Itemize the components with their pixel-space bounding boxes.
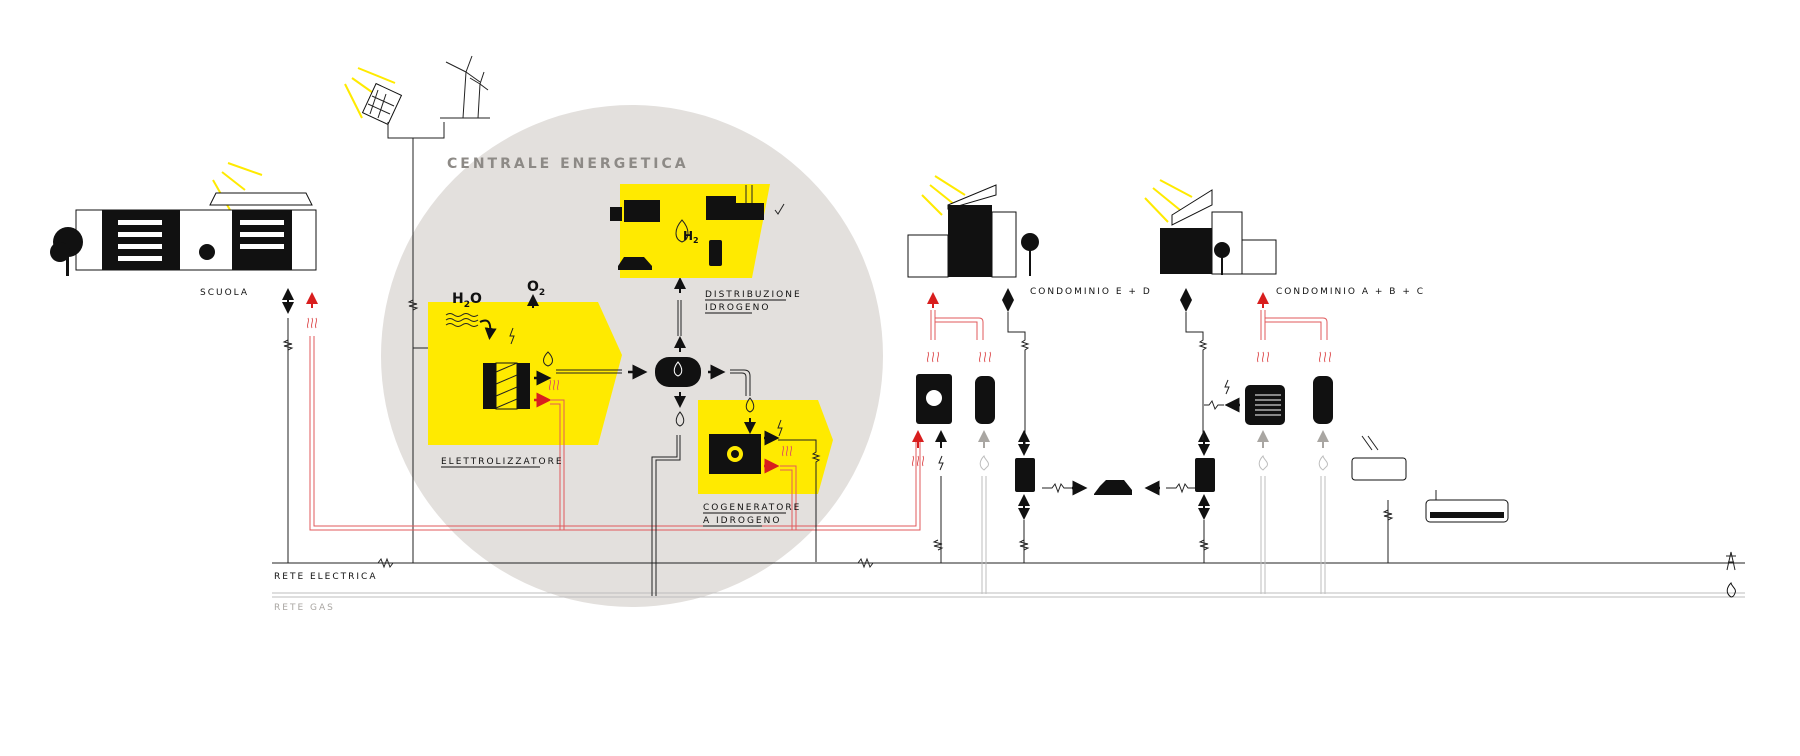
- truck-icon: [610, 200, 660, 222]
- condo-ed-building: CONDOMINIO E + D: [907, 175, 1152, 297]
- svg-text:O2: O2: [527, 279, 545, 298]
- gas-grid-label: RETE GAS: [274, 603, 335, 613]
- flame-icon: [1726, 582, 1736, 598]
- cogenerator-label-line2: A IDROGENO: [703, 516, 781, 526]
- electric-grid: RETE ELECTRICA: [272, 551, 1745, 582]
- solar-panel-icon: [344, 67, 403, 126]
- distribution-icons: H2: [610, 185, 785, 270]
- tree-icon: [50, 227, 215, 276]
- checkmark-icon: [774, 203, 785, 215]
- school-building: SCUOLA: [50, 162, 317, 298]
- distribution-label-line1: DISTRIBUZIONE: [705, 290, 802, 300]
- cogenerator: [709, 397, 821, 562]
- energy-center-title: CENTRALE ENERGETICA: [447, 156, 689, 172]
- svg-text:H2: H2: [683, 229, 699, 245]
- lightning-icon: [509, 327, 515, 345]
- car-icon: [618, 257, 652, 270]
- battery-icon: [1195, 458, 1215, 492]
- factory-icon: [706, 185, 764, 220]
- battery-icon: [1015, 458, 1035, 492]
- electric-car: [1042, 480, 1198, 496]
- renewables-connector: [387, 122, 445, 563]
- hydrogen-drop-icon: [675, 219, 689, 243]
- boiler-icon: [1313, 376, 1333, 424]
- cogenerator-label-line1: COGENERATORE: [703, 503, 801, 513]
- boiler-icon: [975, 376, 995, 424]
- distribution-label-line2: IDROGENO: [705, 303, 770, 313]
- condo-abc-label: CONDOMINIO A + B + C: [1276, 287, 1425, 297]
- battery-ed: [1015, 430, 1035, 563]
- electrolyzer: H2O O2 ELETTROLIZZATORE: [441, 279, 622, 530]
- trolleybus-icon: [1351, 435, 1407, 563]
- pylon-icon: [1726, 551, 1736, 571]
- condo-ed-label: CONDOMINIO E + D: [1030, 287, 1152, 297]
- svg-text:H2O: H2O: [452, 291, 482, 310]
- fuel-pump-icon: [709, 240, 722, 266]
- hydrogen-drop-icon: [543, 351, 553, 367]
- car-icon: [1094, 480, 1132, 495]
- school-connections: [282, 288, 921, 563]
- gas-grid: RETE GAS: [272, 582, 1745, 613]
- condo-abc-building: CONDOMINIO A + B + C: [1144, 179, 1425, 297]
- electrolyzer-label: ELETTROLIZZATORE: [441, 457, 564, 467]
- hydrogen-tank: [628, 277, 751, 596]
- battery-abc: [1195, 430, 1215, 563]
- wind-turbine-icon: [440, 55, 490, 119]
- electric-bus-icon: [1425, 490, 1509, 523]
- condo-abc-systems: [1180, 288, 1333, 594]
- condo-ed-systems: [911, 288, 1030, 594]
- school-label: SCUOLA: [200, 288, 249, 298]
- electric-grid-label: RETE ELECTRICA: [274, 572, 378, 582]
- water-icon: [445, 313, 479, 327]
